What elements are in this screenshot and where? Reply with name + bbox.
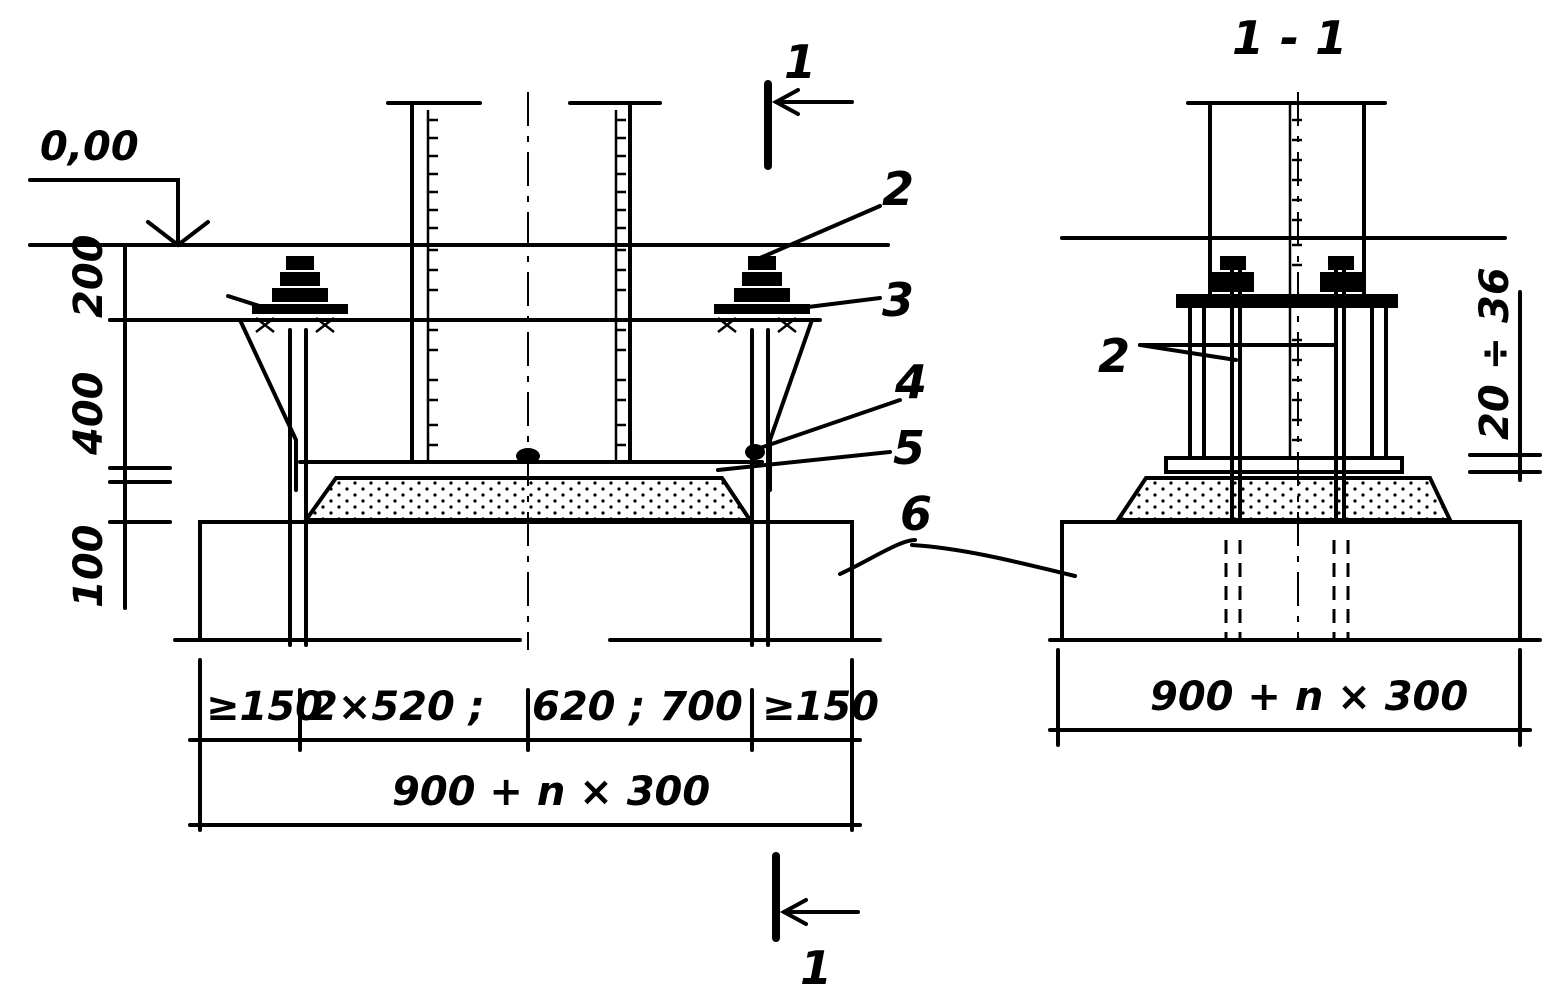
dim-ge150-right: ≥150 xyxy=(762,684,879,730)
section-ribs xyxy=(1188,306,1388,460)
section-title: 1 - 1 xyxy=(1232,11,1347,65)
weld-dot-center xyxy=(516,448,540,464)
section-dim-20-36: 20 ÷ 36 xyxy=(1472,267,1518,440)
section-vertical-dim-ticks xyxy=(1468,453,1542,474)
overall-dim: 900 + n × 300 xyxy=(392,769,710,815)
section-hidden-rods xyxy=(1224,540,1350,640)
traverse-plate xyxy=(1176,294,1398,308)
foundation-block xyxy=(198,520,854,642)
callout-2: 2 xyxy=(882,162,914,216)
callout-4: 4 xyxy=(894,355,927,409)
section-foundation xyxy=(1060,520,1522,642)
anchor-bolt-right xyxy=(714,256,810,647)
section-arrowhead-top xyxy=(771,88,800,116)
vertical-dim-ticks xyxy=(108,243,172,524)
leader-2 xyxy=(758,204,882,260)
pocket-left xyxy=(238,318,298,492)
section-nut-right xyxy=(1320,256,1362,292)
section-leader-2a xyxy=(1138,343,1238,362)
leader-4 xyxy=(758,398,902,450)
section-view: 1 - 1 2 xyxy=(910,11,1542,747)
leader-3 xyxy=(798,296,882,310)
bottom-dim-extensions xyxy=(198,658,854,832)
weld-ticks xyxy=(428,118,626,447)
section-arrowhead-bottom xyxy=(779,898,808,926)
leader-6-front xyxy=(838,538,917,576)
front-view: 0,00 xyxy=(28,35,932,990)
dim-400: 400 xyxy=(66,372,112,457)
grout-bed xyxy=(302,476,754,522)
section-mark-bottom: 1 xyxy=(800,941,832,990)
leader-5 xyxy=(716,450,892,472)
elevation-leader xyxy=(28,178,180,247)
callout-3: 3 xyxy=(882,273,914,327)
section-anchor-rods xyxy=(1230,260,1346,522)
section-callout-2: 2 xyxy=(1098,329,1130,383)
leader-6-section xyxy=(910,543,1077,578)
callout-5: 5 xyxy=(893,421,925,475)
dim-620-700: 620 ; 700 xyxy=(532,684,743,730)
anchor-bolt-left xyxy=(226,256,348,647)
elevation-label: 0,00 xyxy=(40,124,139,170)
elevation-arrow xyxy=(146,220,210,248)
section-mark-top: 1 xyxy=(784,35,816,89)
dim-ge150-left: ≥150 xyxy=(206,684,323,730)
dim-100: 100 xyxy=(66,525,112,609)
section-overall-dim: 900 + n × 300 xyxy=(1150,674,1468,720)
section-base-plate xyxy=(1164,456,1404,474)
dim-200: 200 xyxy=(66,235,112,319)
callout-6: 6 xyxy=(900,487,932,541)
dim-2x520: 2×520 ; xyxy=(310,684,485,730)
section-grout xyxy=(1114,476,1454,522)
